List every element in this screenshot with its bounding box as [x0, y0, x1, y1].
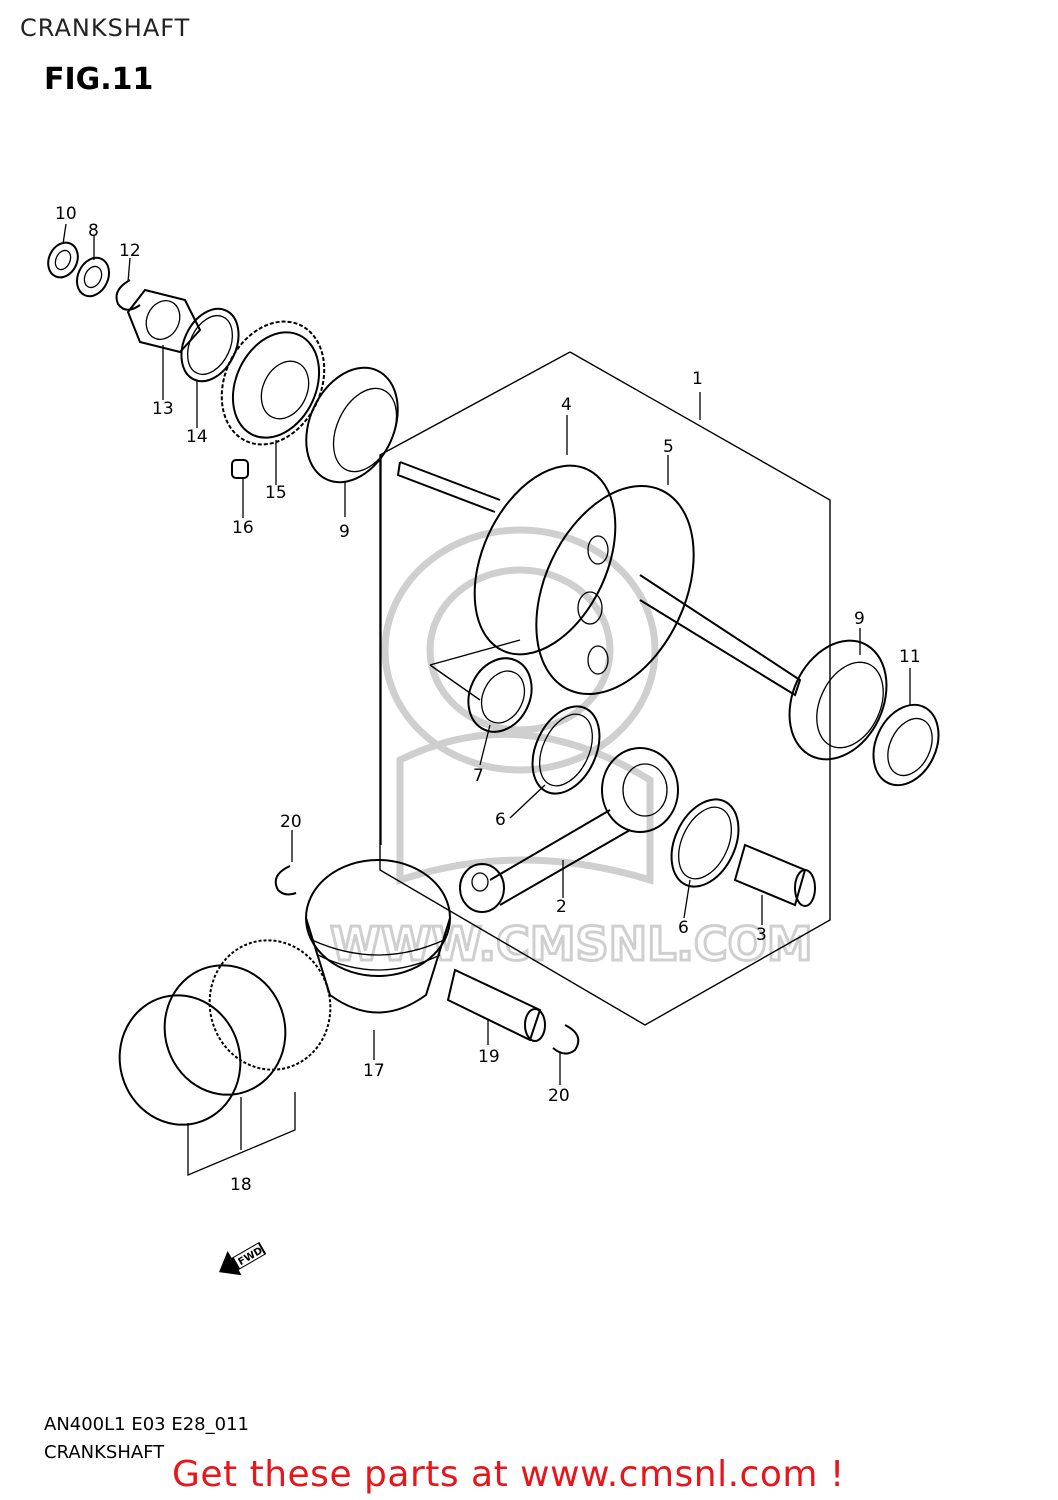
part-16-key [231, 459, 249, 479]
part-12-circlip [115, 279, 141, 311]
watermark-logo: WWW.CMSNL.COM [329, 526, 814, 973]
part-20-circlip-lower [552, 1024, 580, 1055]
footer-label: CRANKSHAFT [44, 1442, 165, 1463]
part-8-bearing [75, 256, 111, 298]
callout-8: 8 [88, 221, 99, 241]
callout-14: 14 [186, 427, 208, 447]
callout-20-upper: 20 [280, 812, 302, 832]
callout-20-lower: 20 [548, 1086, 570, 1106]
leader-lines [62, 223, 911, 1085]
part-13-nut [126, 288, 202, 354]
part-19-piston-pin [446, 968, 546, 1042]
callout-1: 1 [692, 369, 703, 389]
callout-9-lower: 9 [854, 609, 865, 629]
part-3-crank-pin [733, 843, 816, 907]
part-9-bearing-upper [305, 366, 399, 484]
callout-5: 5 [663, 437, 674, 457]
callout-13: 13 [152, 399, 174, 419]
part-2-connecting-rod [459, 747, 679, 913]
part-14-washer [180, 307, 240, 383]
callout-2: 2 [556, 897, 567, 917]
callout-6-lower: 6 [678, 918, 689, 938]
part-9-bearing-lower [788, 639, 888, 761]
part-7-needle-bearing [467, 657, 533, 733]
callout-18: 18 [230, 1175, 252, 1195]
callout-17: 17 [363, 1061, 385, 1081]
fwd-arrow-icon: FWD [219, 1241, 267, 1276]
part-20-circlip-upper [274, 865, 297, 896]
callout-19: 19 [478, 1047, 500, 1067]
callout-12: 12 [119, 241, 141, 261]
callout-11: 11 [899, 647, 921, 667]
figure-label: FIG.11 [44, 62, 154, 97]
part-10-oil-seal [47, 241, 79, 279]
callout-6-upper: 6 [495, 810, 506, 830]
part-11-oil-seal [872, 703, 940, 787]
part-6-washer-upper [531, 705, 601, 795]
header-title: CRANKSHAFT [20, 14, 191, 42]
part-6-washer-lower [670, 798, 740, 888]
part-18-piston-rings [118, 939, 332, 1176]
part-15-gear [220, 320, 326, 446]
callout-labels: 1 2 3 4 5 6 6 7 8 9 9 10 11 12 13 14 15 … [55, 204, 921, 1195]
callout-3: 3 [756, 925, 767, 945]
callout-16: 16 [232, 518, 254, 538]
assembly-frame [379, 351, 831, 1026]
part-17-piston [305, 859, 451, 1014]
callout-15: 15 [265, 483, 287, 503]
callout-9-upper: 9 [339, 522, 350, 542]
part-5-crank-half [535, 485, 802, 697]
cta-link[interactable]: Get these parts at www.cmsnl.com ! [172, 1454, 845, 1495]
callout-7: 7 [473, 766, 484, 786]
part-4-crank-half [396, 461, 617, 656]
model-code: AN400L1 E03 E28_011 [44, 1414, 249, 1435]
callout-10: 10 [55, 204, 77, 224]
callout-4: 4 [561, 395, 572, 415]
watermark-text: WWW.CMSNL.COM [330, 917, 813, 971]
